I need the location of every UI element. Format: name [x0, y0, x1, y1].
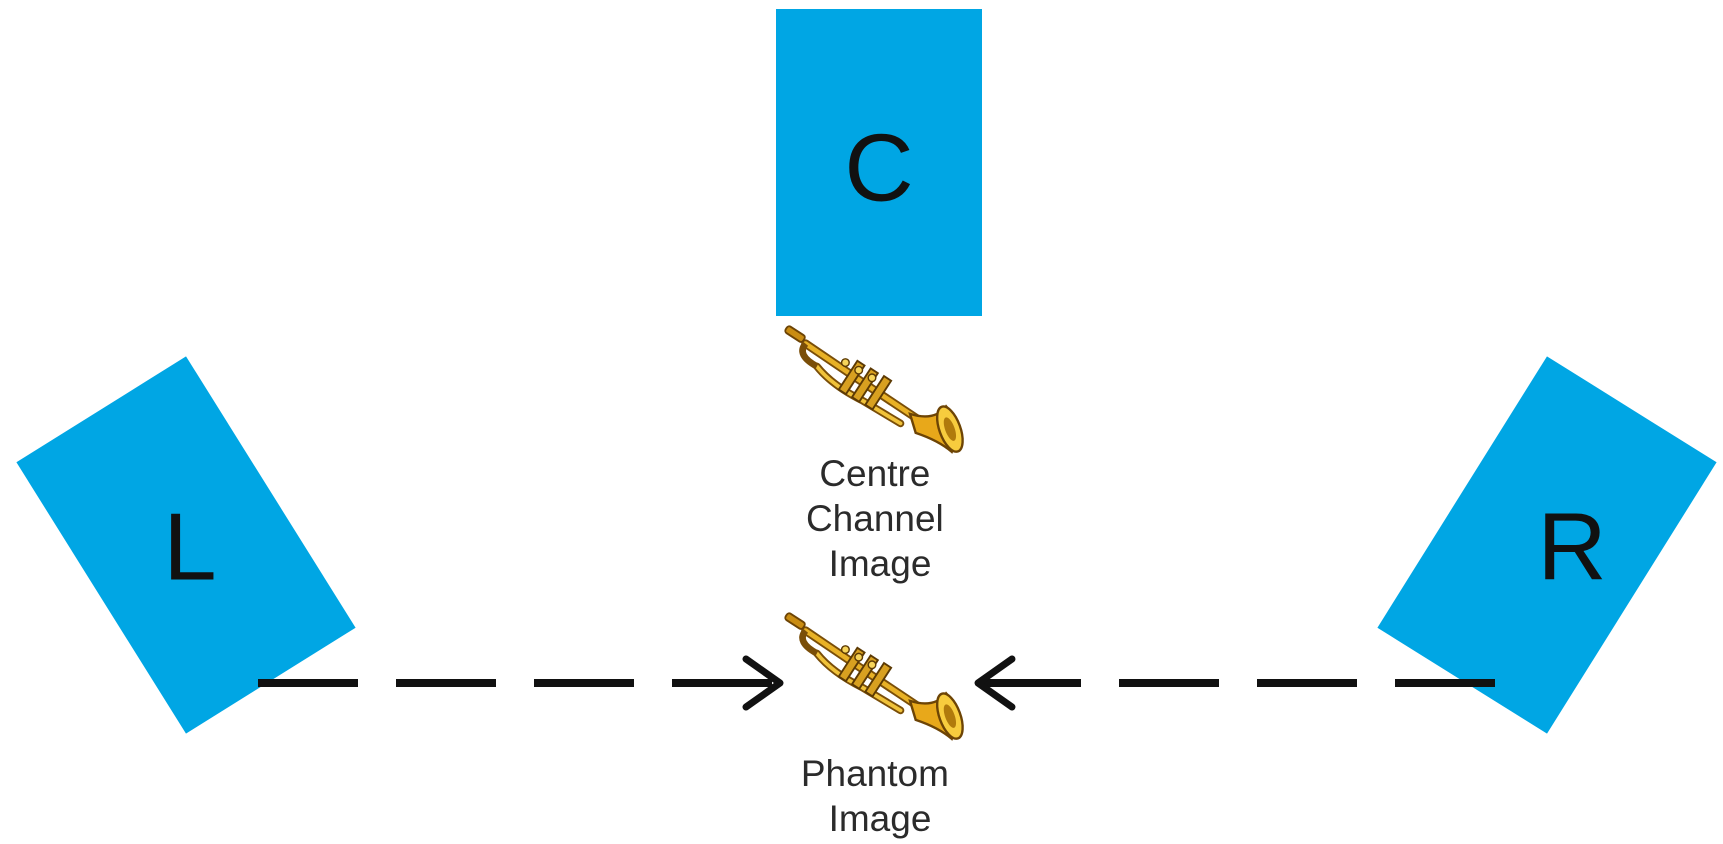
centre-caption-line-2: Channel — [806, 498, 944, 539]
speaker-right-label: R — [1537, 494, 1606, 601]
speaker-center: C — [776, 9, 982, 316]
centre-caption-line-3: Image — [829, 543, 932, 584]
phantom-caption-line-1: Phantom — [801, 753, 949, 794]
centre-trumpet-icon — [784, 325, 968, 455]
phantom-trumpet-icon — [784, 612, 968, 742]
right-arrow — [974, 655, 1495, 711]
centre-caption-line-1: Centre — [819, 453, 930, 494]
phantom-image-caption: Phantom Image — [801, 753, 959, 839]
left-arrow — [258, 655, 784, 711]
phantom-caption-line-2: Image — [829, 798, 932, 839]
speaker-left — [16, 356, 356, 734]
speaker-left-label: L — [163, 494, 216, 601]
speaker-center-label: C — [844, 115, 913, 222]
speaker-right — [1377, 356, 1717, 734]
centre-channel-caption: Centre Channel Image — [806, 453, 954, 584]
